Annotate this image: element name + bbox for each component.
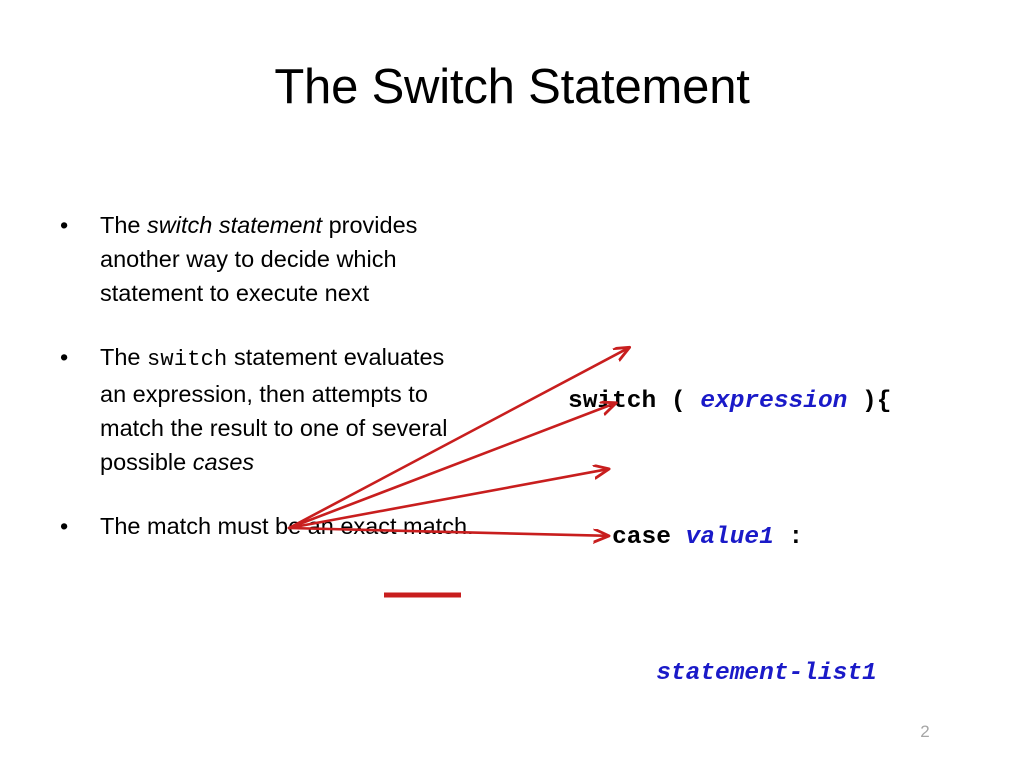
bullet-text-2-keyword: switch bbox=[147, 347, 228, 372]
bullet-marker-icon: • bbox=[60, 212, 69, 238]
page-title: The Switch Statement bbox=[274, 60, 750, 114]
code-token-keyword: ){ bbox=[847, 388, 892, 415]
bullet-text-2-part-1: The bbox=[100, 344, 148, 370]
code-line-switch-open: switch ( expression ){ bbox=[568, 385, 891, 419]
code-token-colon: : bbox=[773, 524, 804, 551]
code-token-placeholder-expression: expression bbox=[700, 388, 848, 415]
code-token-keyword: switch ( bbox=[568, 388, 701, 415]
bullet-text-1-part-2: switch statement bbox=[147, 212, 323, 238]
bullet-item-3: • The match must be an exact match. bbox=[55, 509, 475, 543]
bullet-text-3: The match must be an exact match. bbox=[100, 513, 474, 539]
code-token-indent bbox=[568, 660, 656, 687]
bullet-text-2-part-4: cases bbox=[192, 449, 255, 475]
code-token-placeholder-statement-list1: statement-list1 bbox=[656, 660, 877, 687]
bullet-item-1: • The switch statement provides another … bbox=[55, 208, 475, 310]
bullet-item-2: • The switch statement evaluates an expr… bbox=[55, 340, 475, 479]
bullet-text-1-part-3: provides another way to decide which sta… bbox=[100, 212, 418, 306]
code-token-placeholder-value1: value1 bbox=[685, 524, 774, 551]
bullet-text-1-part-1: The bbox=[100, 212, 148, 238]
code-token-keyword-case: case bbox=[568, 524, 686, 551]
code-block: switch ( expression ){ case value1 : sta… bbox=[568, 283, 891, 768]
bullet-list: • The switch statement provides another … bbox=[55, 208, 475, 543]
code-line-case-1: case value1 : bbox=[568, 521, 891, 555]
bullet-text-1: The switch statement provides another wa… bbox=[100, 212, 417, 306]
bullet-marker-icon: • bbox=[60, 344, 69, 370]
bullet-marker-icon: • bbox=[60, 513, 69, 539]
page-number: 2 bbox=[920, 722, 930, 741]
bullet-text-2: The switch statement evaluates an expres… bbox=[100, 344, 447, 475]
code-line-stmtlist-1: statement-list1 bbox=[568, 657, 891, 691]
